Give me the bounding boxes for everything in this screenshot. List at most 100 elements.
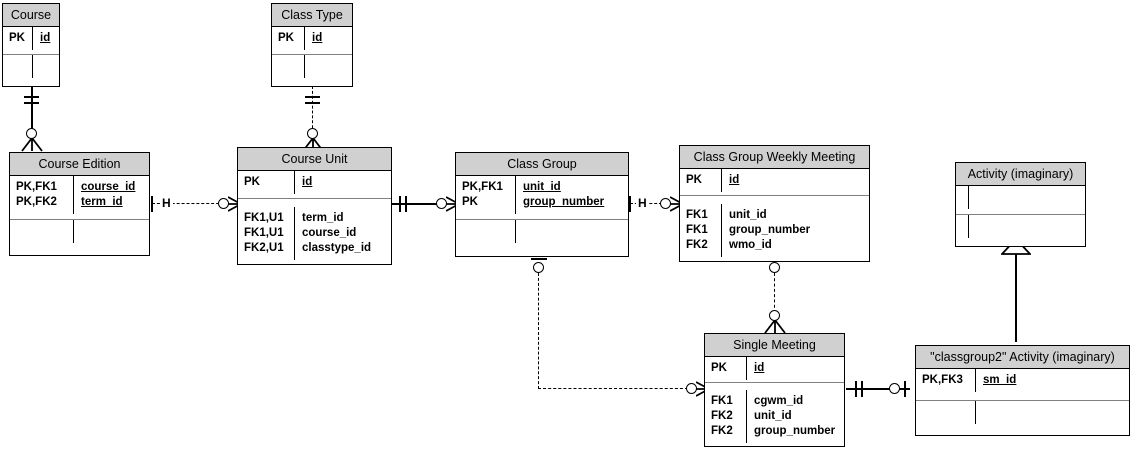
entity-title-activity: Activity (imaginary) <box>956 163 1085 186</box>
connector-course-to-course-edition <box>31 86 33 138</box>
cardinality-one-bar-h2 <box>861 381 863 397</box>
cardinality-one-bar-c <box>151 196 153 212</box>
entity-classgroup2-activity-imaginary[interactable]: "classgroup2" Activity (imaginary) PK,FK… <box>915 345 1130 436</box>
cardinality-one-bar-a2 <box>24 102 39 104</box>
pk-keys-classgroup2-activity: PK,FK3 <box>916 369 976 392</box>
entity-activity-imaginary[interactable]: Activity (imaginary) <box>955 162 1086 247</box>
attr-keys-class-group <box>456 220 516 243</box>
cardinality-one-bar-h1 <box>855 381 857 397</box>
cardinality-one-bar-d1 <box>399 196 401 212</box>
pk-attr-course-unit: id <box>302 176 313 188</box>
attr-values-classgroup2-activity <box>976 401 1129 424</box>
entity-attr-section-course-edition <box>10 220 149 254</box>
attr-values-class-group <box>516 220 628 243</box>
pk-keys-course: PK <box>3 27 33 50</box>
entity-title-cgwm: Class Group Weekly Meeting <box>680 146 869 169</box>
cardinality-one-bar-h3 <box>904 381 906 397</box>
entity-title-class-type: Class Type <box>272 4 352 27</box>
entity-pk-section-course: PK id <box>3 27 59 55</box>
connector-class-type-to-course-unit <box>312 86 313 138</box>
entity-title-course-edition: Course Edition <box>10 153 149 176</box>
crowsfoot-a <box>21 138 43 152</box>
cardinality-one-bar-d2 <box>405 196 407 212</box>
crowsfoot-g <box>764 320 786 334</box>
cardinality-zero-circle-g1 <box>769 262 780 273</box>
connector-course-edition-to-course-unit <box>152 203 224 204</box>
pk-attr-course: id <box>40 32 51 44</box>
cardinality-zero-circle-f1 <box>533 262 544 273</box>
pk-attr-cgwm: id <box>729 174 740 186</box>
entity-attr-section-course <box>3 55 59 84</box>
entity-pk-section-course-unit: PK id <box>238 171 391 199</box>
entity-course[interactable]: Course PK id <box>2 3 60 87</box>
attr-values-class-type <box>305 55 352 78</box>
connector-class-group-to-single-meeting-horizontal <box>538 388 688 389</box>
attr-values-activity <box>969 215 1085 238</box>
entity-title-single-meeting: Single Meeting <box>705 334 844 357</box>
pk-keys-class-type: PK <box>272 27 305 50</box>
attr-keys-class-type <box>272 55 305 78</box>
relationship-label-h-1: H <box>160 196 173 210</box>
cardinality-one-bar-b1 <box>305 96 320 98</box>
connector-single-meeting-to-classgroup2 <box>846 388 910 390</box>
connector-cgwm-to-single-meeting <box>774 273 775 313</box>
cardinality-one-bar-f <box>531 258 547 260</box>
cardinality-one-bar-a1 <box>24 96 39 98</box>
connector-classgroup2-inherits-activity <box>1015 252 1017 342</box>
attr-keys-classgroup2-activity <box>916 401 976 424</box>
attr-values-course <box>33 55 59 78</box>
pk-keys-activity <box>956 186 969 209</box>
attr-keys-course <box>3 55 33 78</box>
entity-pk-section-cgwm: PK id <box>680 169 869 196</box>
pk-attr-activity <box>969 186 1085 209</box>
entity-pk-section-class-type: PK id <box>272 27 352 55</box>
entity-attr-section-classgroup2-activity <box>916 401 1129 434</box>
pk-keys-cgwm: PK <box>680 169 722 192</box>
pk-attr-single-meeting: id <box>754 362 765 374</box>
entity-title-course-unit: Course Unit <box>238 148 391 171</box>
pk-attr-class-type: id <box>312 32 323 44</box>
entity-attr-section-class-type <box>272 55 352 84</box>
entity-pk-section-single-meeting: PK id <box>705 357 844 383</box>
cardinality-one-bar-b2 <box>305 102 320 104</box>
entity-title-course: Course <box>3 4 59 27</box>
entity-class-type[interactable]: Class Type PK id <box>271 3 353 87</box>
attr-keys-course-edition <box>10 220 74 243</box>
pk-attr-classgroup2-activity: sm_id <box>983 374 1017 386</box>
pk-keys-course-unit: PK <box>238 171 295 194</box>
entity-attr-section-activity <box>956 215 1085 245</box>
connector-class-group-to-single-meeting-vertical <box>538 273 539 389</box>
attr-keys-activity <box>956 215 969 238</box>
entity-title-class-group: Class Group <box>456 153 628 176</box>
cardinality-zero-circle-h <box>889 383 900 394</box>
connector-course-unit-to-class-group <box>392 203 442 205</box>
relationship-label-h-2: H <box>636 196 649 210</box>
entity-pk-section-classgroup2-activity: PK,FK3 sm_id <box>916 369 1129 401</box>
pk-keys-single-meeting: PK <box>705 357 747 380</box>
entity-title-classgroup2-activity: "classgroup2" Activity (imaginary) <box>916 346 1129 369</box>
entity-pk-section-activity <box>956 186 1085 215</box>
cardinality-one-bar-e <box>629 196 631 212</box>
attr-values-course-edition <box>74 220 149 243</box>
